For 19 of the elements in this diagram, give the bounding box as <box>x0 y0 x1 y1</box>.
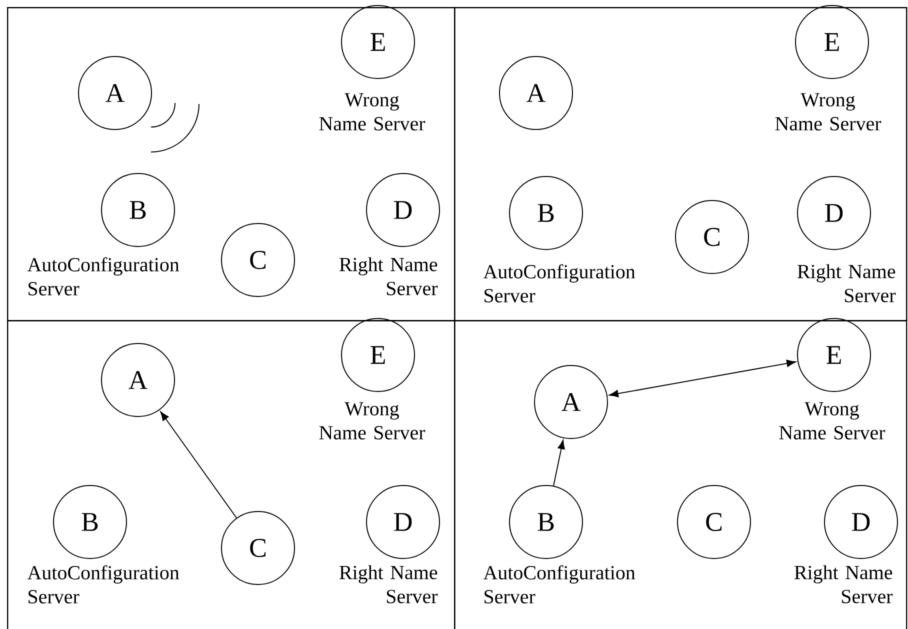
arrow <box>553 440 565 486</box>
server-label: Wrong Name Server <box>319 93 426 130</box>
server-label: AutoConfiguration Server <box>27 565 180 604</box>
server-label: Right Name Server <box>340 565 438 604</box>
panel-frame <box>454 7 908 322</box>
server-label: AutoConfiguration Server <box>483 264 636 302</box>
panel-frame <box>7 320 456 629</box>
arrow <box>609 360 796 398</box>
server-label: Right Name Server <box>794 565 893 604</box>
server-label: Wrong Name Server <box>775 93 882 130</box>
arrow <box>160 411 237 518</box>
server-label: Right Name Server <box>340 257 438 296</box>
panel-frame <box>7 7 456 322</box>
server-label: Wrong Name Server <box>779 402 886 440</box>
panel-frame <box>454 320 908 629</box>
server-label: AutoConfiguration Server <box>27 257 180 296</box>
server-label: AutoConfiguration Server <box>483 565 636 604</box>
server-label: Wrong Name Server <box>319 402 426 440</box>
server-label: Right Name Server <box>798 264 896 302</box>
